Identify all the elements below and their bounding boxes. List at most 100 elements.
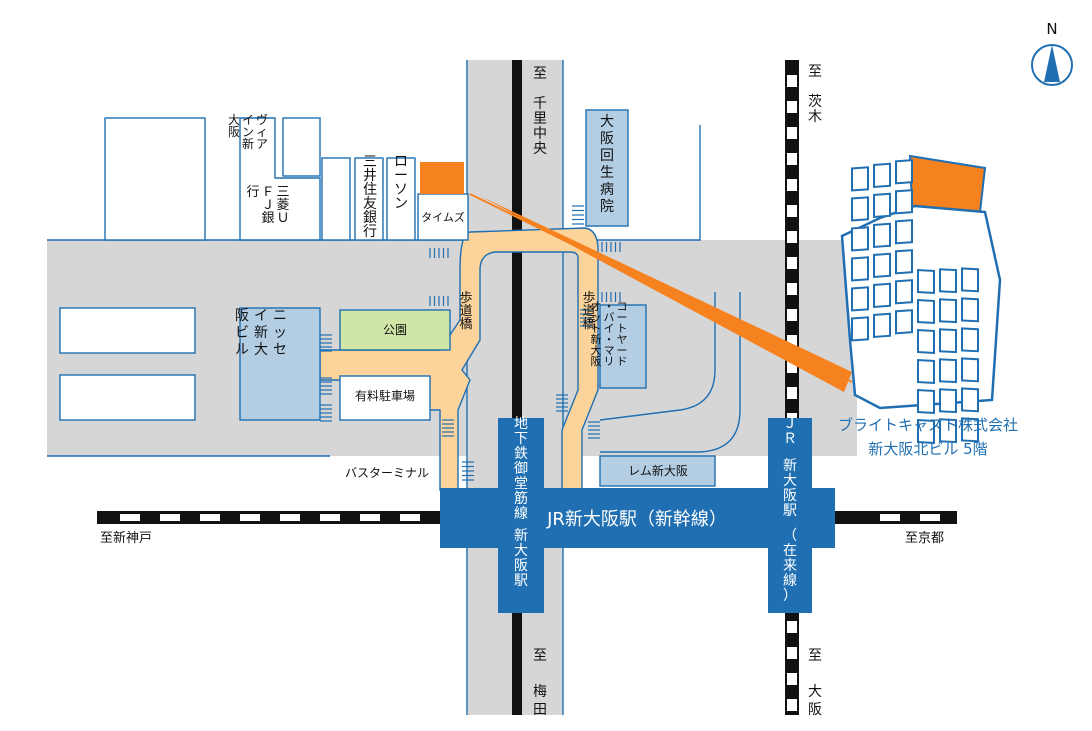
jr-tie [787,257,797,269]
park-area [339,309,451,351]
building-left-2 [59,374,196,421]
shinkansen-tie [320,514,340,521]
label-bus-terminal: バスターミナル [345,466,429,480]
office-window [939,268,957,294]
office-window [939,388,957,414]
jr-tie [787,101,797,113]
office-window [961,267,979,293]
office-window [851,226,869,252]
jr-tie [787,127,797,139]
building-hospital [585,109,629,227]
label-park: 公園 [383,323,407,337]
office-window [939,418,957,444]
jr-tie [787,179,797,191]
shinkansen-tie [120,514,140,521]
label-parking: 有料駐車場 [355,388,415,403]
label-subway-station: 新大阪駅 [514,528,528,589]
office-window [961,387,979,413]
label-nissei: ニッセイ新大阪ビル [235,308,287,358]
label-lawson: ローソン [394,154,408,212]
building-left-1 [59,307,196,354]
label-footbridge-left: 歩道橋 [459,291,472,332]
office-window [895,309,913,335]
office-window [917,269,935,295]
dest-south-jr: 至 大阪 [808,648,822,718]
jr-tie [787,309,797,321]
jr-tie [787,283,797,295]
building-block-lawson [386,157,416,241]
jr-tie [787,361,797,373]
office-window [851,256,869,282]
building-block-c [282,117,321,177]
shinkansen-tie [880,514,900,521]
office-window [873,312,891,338]
office-window [851,316,869,342]
dest-north-jr: 至 茨木 [808,64,822,125]
label-hospital: 大阪回生病院 [600,114,614,215]
building-block-d [321,157,351,241]
office-window [851,286,869,312]
jr-tie [787,647,797,659]
footbridge [319,227,599,491]
jr-tie [787,205,797,217]
office-window [895,279,913,305]
building-block-a [104,117,206,241]
office-window [895,189,913,215]
office-windows [851,159,979,445]
jr-tie [787,153,797,165]
office-company: ブライトキャスト株式会社 [838,416,1018,434]
office-floor: 新大阪北ビル 5階 [868,440,987,458]
shinkansen-tie [920,514,940,521]
office-window [939,298,957,324]
shinkansen-track-ties [120,514,940,521]
office-window [917,329,935,355]
label-courtyard: コートヤード・バイ・マリオット新大阪 [591,300,628,368]
office-window [939,358,957,384]
office-window [917,359,935,385]
jr-tie [787,621,797,633]
shinkansen-tie [280,514,300,521]
label-footbridge-right: 歩道橋 [582,291,595,332]
office-window [873,192,891,218]
office-window [961,297,979,323]
label-jr-shinkansen: JR新大阪駅（新幹線） [546,509,727,530]
dest-east: 至京都 [905,531,944,546]
office-window [873,162,891,188]
building-nissei [239,307,321,421]
label-rem: レム新大阪 [628,463,688,478]
office-window [895,219,913,245]
building-courtyard [599,304,647,389]
office-window [873,222,891,248]
building-rem [599,455,716,487]
jr-tie [787,335,797,347]
jr-conventional-station-block [768,418,812,613]
building-block-b [239,117,321,241]
jr-tie [787,231,797,243]
curved-road [600,300,750,455]
office-window [961,357,979,383]
office-window [917,299,935,325]
shinkansen-tie [400,514,420,521]
office-window [917,419,935,445]
office-window [851,166,869,192]
jr-tie [787,75,797,87]
pointer-wedge [480,196,852,392]
office-window [895,159,913,185]
shinkansen-tie [160,514,180,521]
office-window [961,327,979,353]
building-block-smbc [354,157,384,241]
office-roof-top [908,154,987,214]
subway-station-block [498,418,544,613]
label-via-inn: ヴィアイン新大阪 [228,112,268,151]
compass-label: N [1046,20,1057,38]
subway-track [512,60,522,715]
label-subway-line: 地下鉄御堂筋線 [514,416,528,522]
dest-south-subway: 至 梅田 [533,648,547,718]
shinkansen-tie [200,514,220,521]
jr-tie [787,699,797,711]
office-window [873,252,891,278]
shinkansen-tie [240,514,260,521]
shinkansen-tie [360,514,380,521]
jr-tie [787,673,797,685]
label-mufg: 三菱ＵＦＪ銀行 [246,185,289,226]
